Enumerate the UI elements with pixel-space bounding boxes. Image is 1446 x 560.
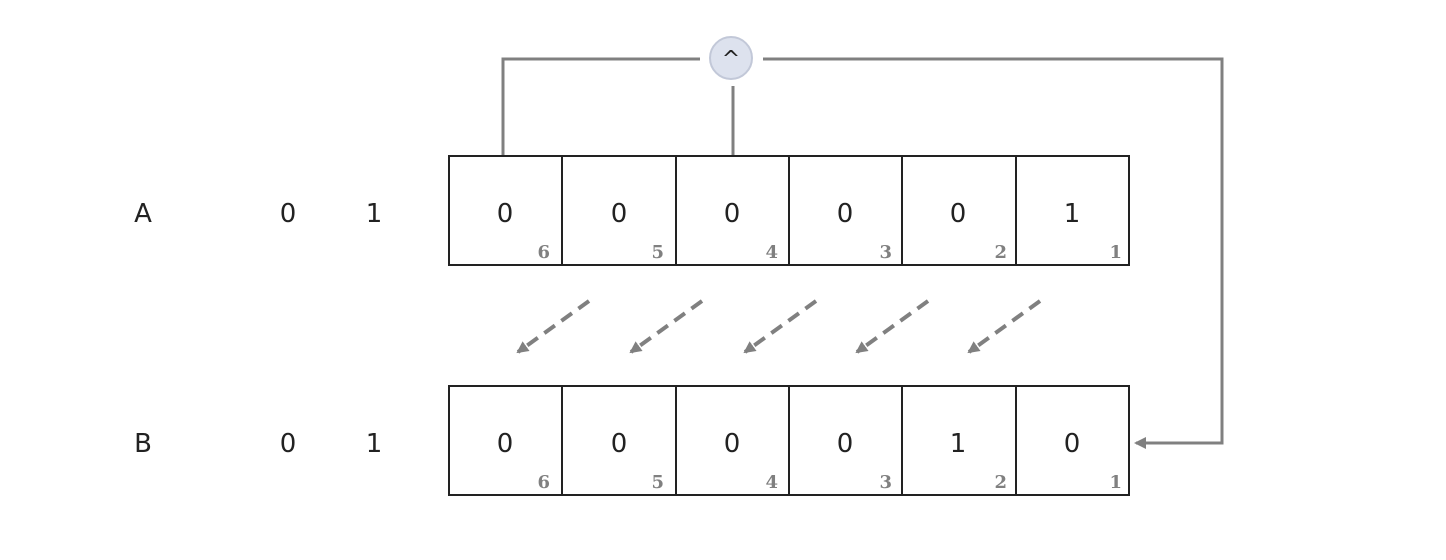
register-b-cell-index: 3 xyxy=(879,472,892,493)
register-a-cell-value: 0 xyxy=(950,199,967,229)
register-a-cell: 0 4 xyxy=(675,155,790,266)
register-a-prefix-bit: 0 xyxy=(280,199,297,229)
register-b-cell: 1 2 xyxy=(901,385,1017,496)
register-a-cell: 1 1 xyxy=(1015,155,1130,266)
register-b: B 0 1 0 6 0 5 0 4 0 3 1 2 0 xyxy=(134,385,1130,496)
shift-arrow xyxy=(967,299,1042,354)
register-a-prefix-bit: 1 xyxy=(366,199,383,229)
shift-arrows xyxy=(516,299,1042,354)
register-a-cell-value: 0 xyxy=(611,199,628,229)
register-b-cell: 0 5 xyxy=(561,385,677,496)
register-b-cell: 0 3 xyxy=(788,385,903,496)
register-a-cell-index: 5 xyxy=(651,242,664,263)
xor-operator-symbol: ^ xyxy=(722,47,740,72)
register-a-cell: 0 3 xyxy=(788,155,903,266)
feedback-lines xyxy=(501,57,1224,449)
register-b-prefix-bit: 1 xyxy=(366,429,383,459)
register-b-cell-value: 0 xyxy=(611,429,628,459)
register-b-prefix-bit: 0 xyxy=(280,429,297,459)
register-b-cell-value: 0 xyxy=(837,429,854,459)
register-a-label: A xyxy=(134,199,152,229)
shift-arrow xyxy=(855,299,930,354)
register-b-cell-value: 0 xyxy=(497,429,514,459)
tap-line-bit6 xyxy=(501,57,700,156)
register-a-cell-index: 6 xyxy=(537,242,550,263)
xor-operator-circle xyxy=(709,36,753,80)
shift-arrow xyxy=(516,299,591,354)
register-a-cell-index: 1 xyxy=(1109,242,1122,263)
register-b-cell-value: 1 xyxy=(950,429,967,459)
register-b-cell-index: 4 xyxy=(765,472,778,493)
register-a-cell-value: 0 xyxy=(837,199,854,229)
register-a-cell-value: 1 xyxy=(1064,199,1081,229)
shift-arrow xyxy=(629,299,704,354)
register-b-cell: 0 4 xyxy=(675,385,790,496)
register-b-cell-value: 0 xyxy=(724,429,741,459)
register-b-cell-index: 6 xyxy=(537,472,550,493)
register-a-cell: 0 6 xyxy=(448,155,563,266)
register-b-label: B xyxy=(134,429,152,459)
register-a-cell-value: 0 xyxy=(497,199,514,229)
register-a-cell: 0 5 xyxy=(561,155,677,266)
feedback-output-line xyxy=(763,57,1224,449)
register-b-cell-index: 1 xyxy=(1109,472,1122,493)
register-a-cell: 0 2 xyxy=(901,155,1017,266)
register-b-cell: 0 1 xyxy=(1015,385,1130,496)
register-a-cell-value: 0 xyxy=(724,199,741,229)
register-a: A 0 1 0 6 0 5 0 4 0 3 0 2 1 xyxy=(134,155,1130,266)
xor-operator: ^ xyxy=(709,36,753,80)
register-b-cell: 0 6 xyxy=(448,385,563,496)
register-b-cell-index: 2 xyxy=(994,472,1007,493)
register-a-cell-index: 2 xyxy=(994,242,1007,263)
register-a-cell-index: 4 xyxy=(765,242,778,263)
register-b-cell-index: 5 xyxy=(651,472,664,493)
shift-arrow xyxy=(743,299,818,354)
register-a-cell-index: 3 xyxy=(879,242,892,263)
register-b-cell-value: 0 xyxy=(1064,429,1081,459)
